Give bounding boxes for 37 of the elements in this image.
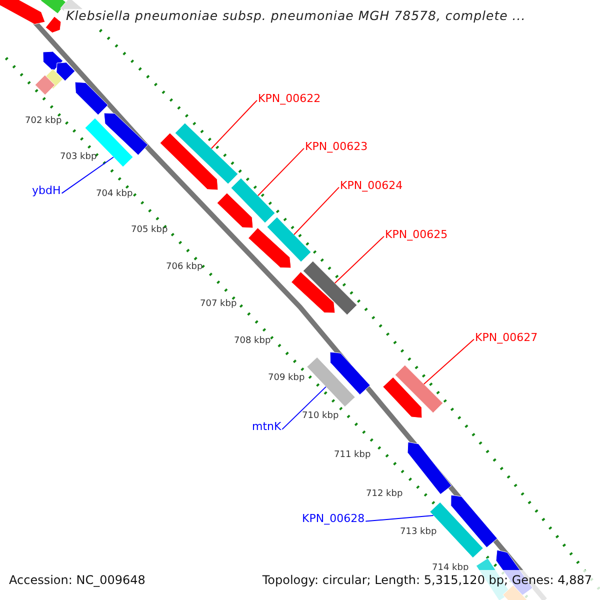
gene-label: ybdH bbox=[32, 185, 61, 198]
gene-label: KPN_00623 bbox=[305, 141, 368, 154]
scale-label: 710 kbp bbox=[302, 411, 339, 422]
gene-label: KPN_00627 bbox=[475, 332, 538, 345]
scale-label: 713 kbp bbox=[400, 527, 437, 538]
scale-label: 706 kbp bbox=[166, 262, 203, 272]
leader-line bbox=[61, 156, 114, 194]
gene-segment bbox=[230, 178, 276, 224]
scale-label: 702 kbp bbox=[25, 116, 62, 126]
gene-label: KPN_00622 bbox=[258, 93, 321, 106]
scale-label: 708 kbp bbox=[234, 336, 271, 346]
leader-line bbox=[210, 100, 258, 149]
leader-line bbox=[365, 515, 434, 522]
scale-label: 707 kbp bbox=[200, 299, 237, 310]
leader-line bbox=[423, 338, 474, 385]
scale-label: 709 kbp bbox=[268, 373, 305, 384]
gene-label: KPN_00625 bbox=[385, 229, 448, 242]
leader-line bbox=[334, 236, 384, 284]
gene-segment bbox=[302, 260, 358, 316]
gene-label: KPN_00628 bbox=[302, 513, 365, 526]
gene-label: KPN_00624 bbox=[340, 180, 403, 193]
gene-segment bbox=[306, 356, 356, 408]
scale-label: 712 kbp bbox=[366, 489, 403, 500]
footer-text: Topology: circular; Length: 5,315,120 bp; Genes: 4,887 bbox=[262, 574, 592, 588]
footer-text: Accession: NC_009648 bbox=[9, 574, 146, 588]
gene-label: mtnK bbox=[252, 421, 282, 434]
scale-label: 705 kbp bbox=[131, 225, 168, 236]
leader-line bbox=[282, 386, 326, 430]
leader-line bbox=[258, 148, 304, 196]
gene-segment bbox=[394, 364, 444, 414]
leader-line bbox=[294, 186, 340, 236]
gene-segment bbox=[266, 216, 312, 262]
scale-label: 714 kbp bbox=[432, 563, 469, 574]
scale-label: 711 kbp bbox=[334, 450, 371, 460]
scale-label: 704 kbp bbox=[96, 189, 133, 200]
gene-segment bbox=[174, 122, 238, 184]
scale-label: 703 kbp bbox=[60, 152, 97, 162]
